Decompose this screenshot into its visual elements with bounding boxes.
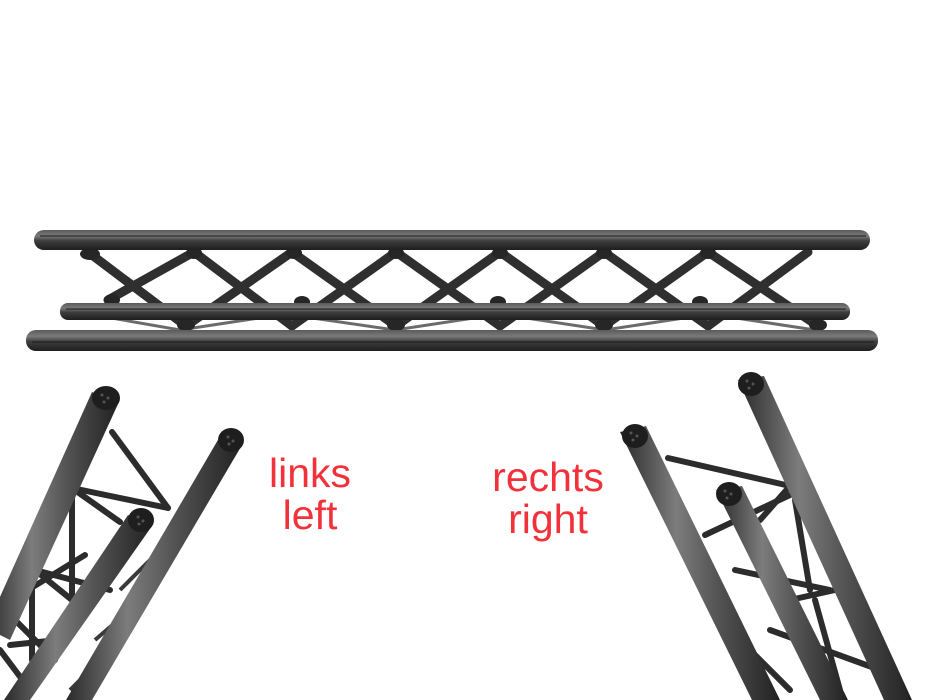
label-right-german: rechts (492, 454, 604, 500)
left-corner-truss (0, 386, 244, 700)
label-right: rechts right (482, 456, 614, 540)
label-left-english: left (282, 492, 338, 538)
label-left-german: links (268, 450, 352, 496)
label-left: links left (262, 452, 358, 536)
horizontal-truss (26, 230, 878, 351)
right-corner-truss (620, 372, 912, 700)
label-right-english: right (508, 496, 588, 542)
